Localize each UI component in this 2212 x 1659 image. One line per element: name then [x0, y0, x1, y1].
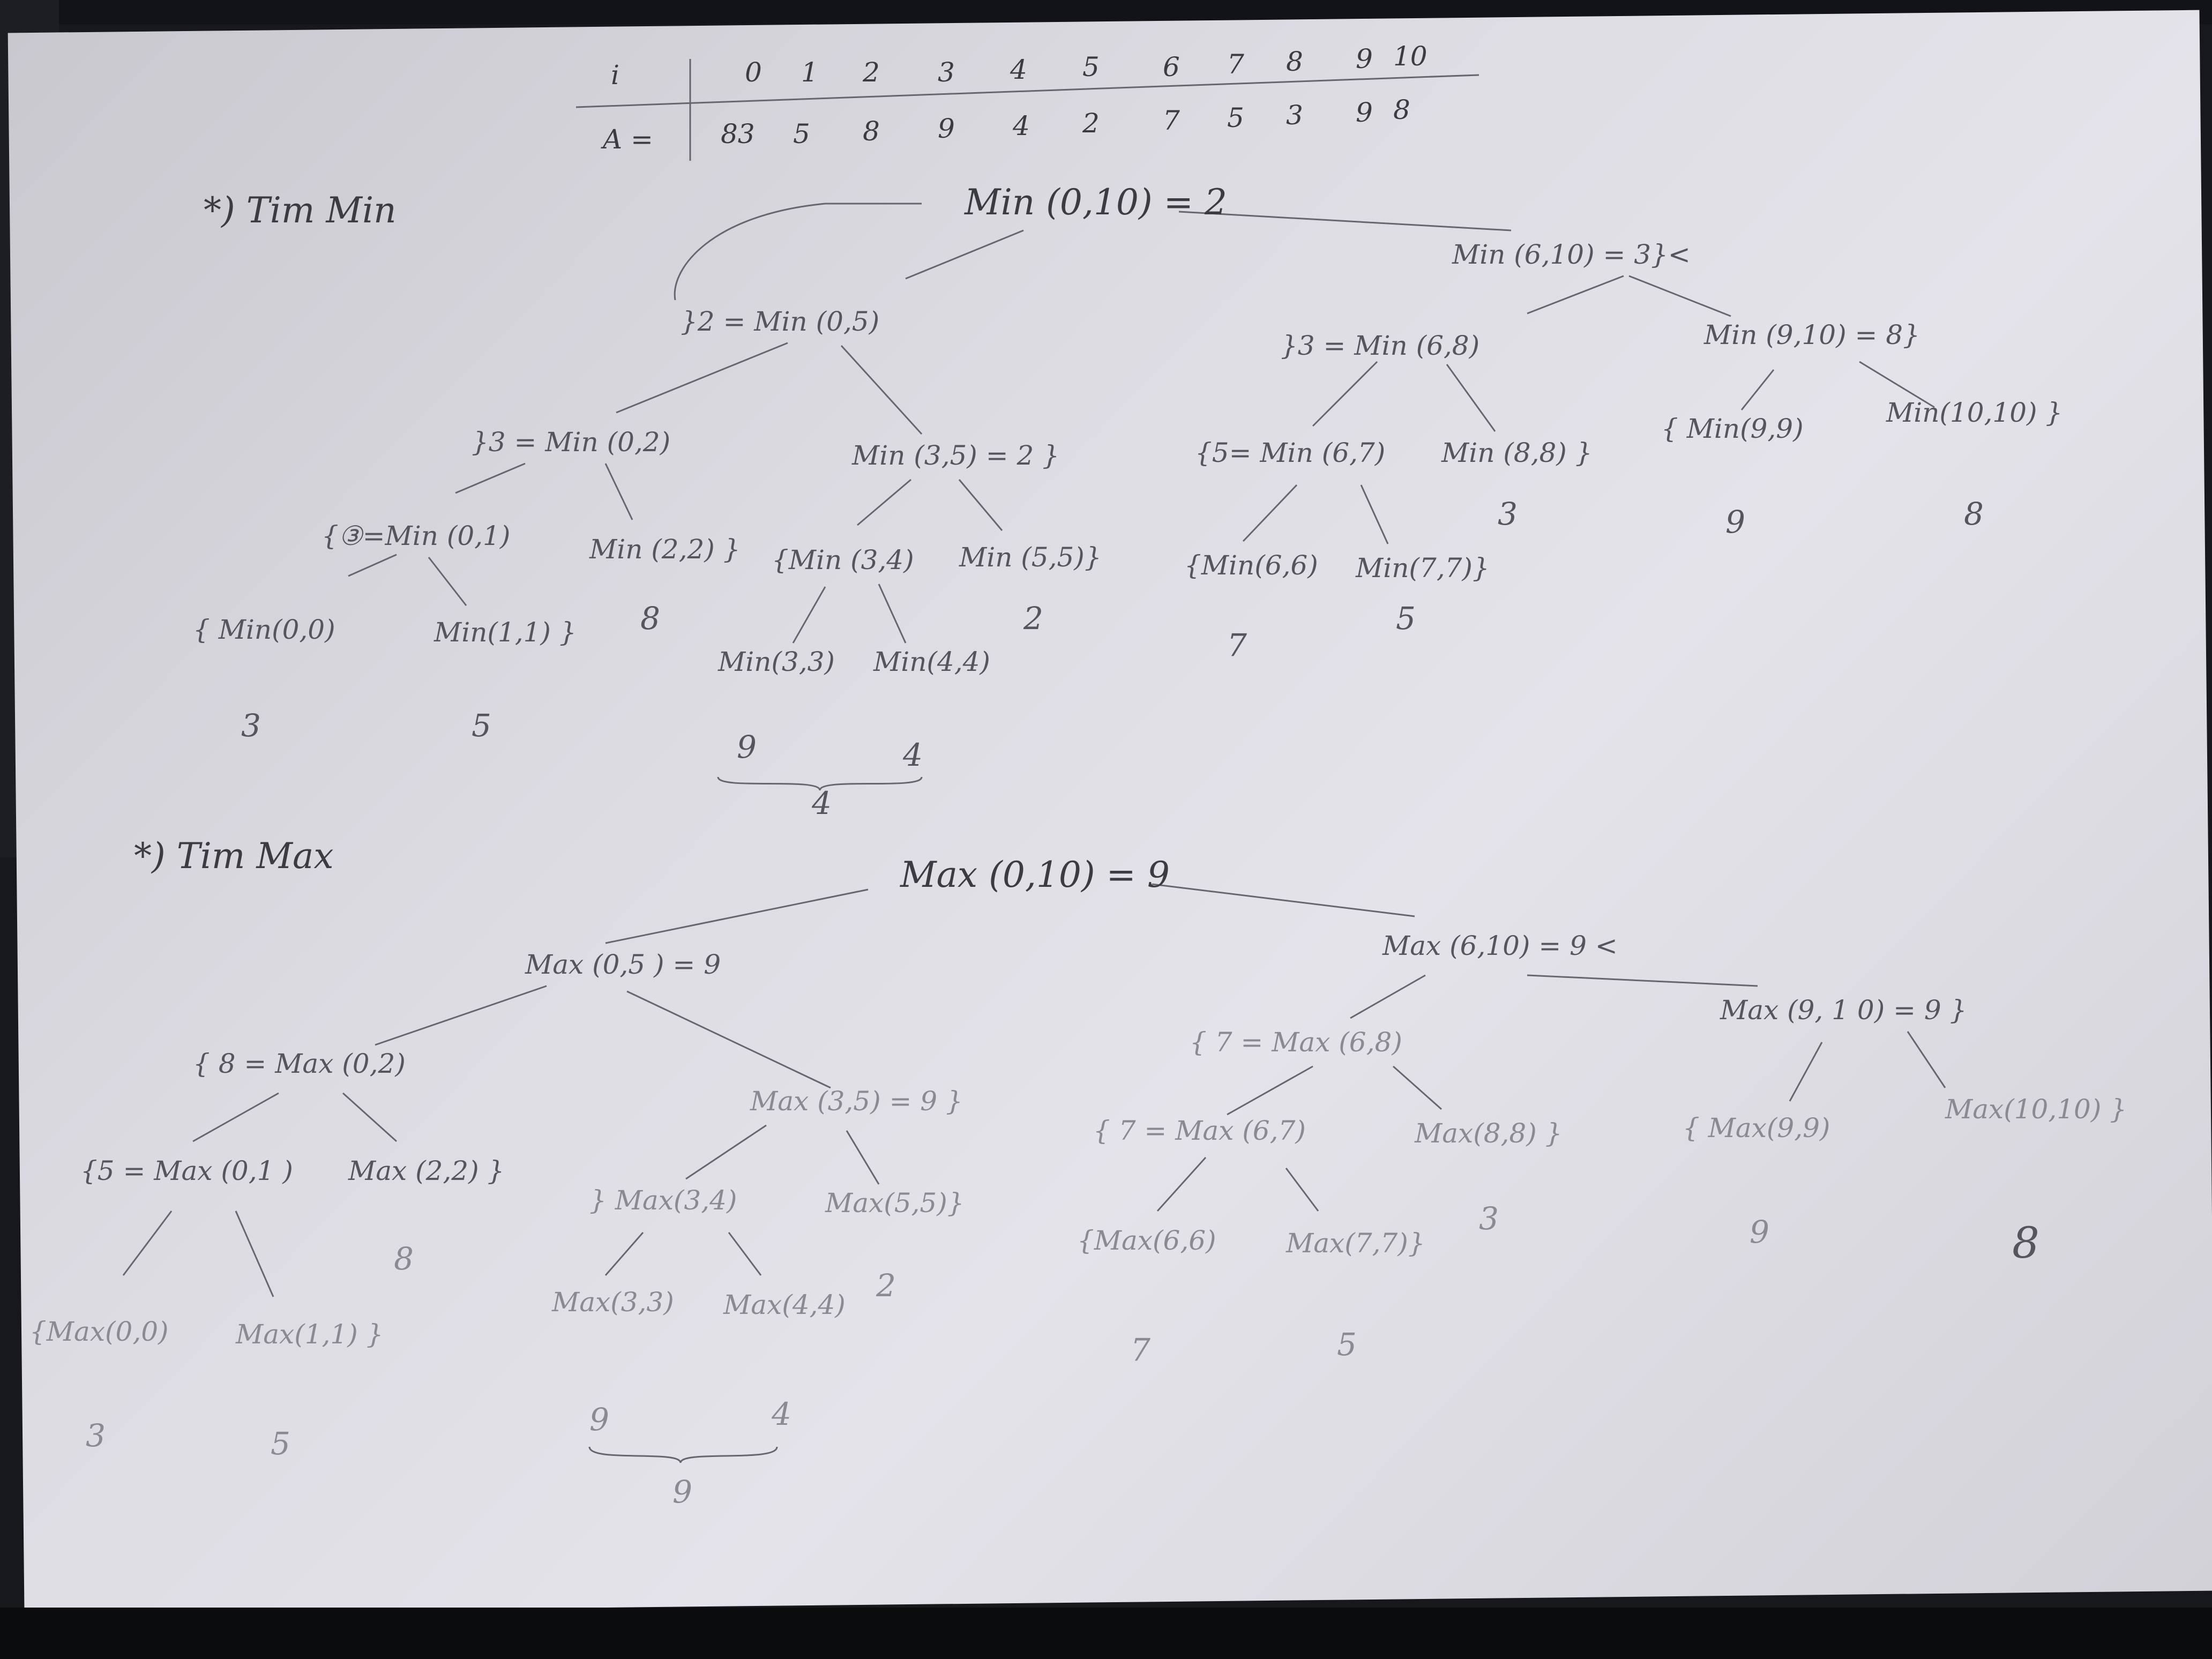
max-node: Max (6,10) = 9 <	[1382, 930, 1618, 961]
min-leaf-value: 4	[903, 737, 923, 773]
max-leaf-value: 8	[2012, 1218, 2039, 1268]
max-node: { 7 = Max (6,7)	[1093, 1115, 1306, 1146]
max-leaf-value: 3	[86, 1417, 106, 1454]
table-value: 7	[1163, 105, 1180, 136]
table-value: 8	[863, 116, 880, 147]
max-leaf-value: 7	[1131, 1332, 1150, 1368]
max-node: Max(3,3)	[552, 1287, 674, 1318]
max-node: Max(5,5)}	[825, 1187, 965, 1219]
table-index: 4	[1010, 54, 1027, 85]
max-node: Max(1,1) }	[236, 1319, 384, 1350]
min-leaf-value: 8	[1964, 496, 1984, 532]
max-leaf-value: 9	[589, 1401, 609, 1438]
table-value: 5	[793, 118, 810, 150]
table-value: 2	[1082, 108, 1100, 139]
max-leaf-value: 3	[1479, 1200, 1499, 1237]
min-node: {5= Min (6,7)	[1195, 437, 1386, 468]
max-node: { 7 = Max (6,8)	[1190, 1027, 1402, 1058]
min-leaf-value: 3	[1498, 496, 1518, 532]
max-leaf-value: 4	[772, 1396, 791, 1432]
table-value: 3	[1286, 100, 1303, 131]
min-node: }3 = Min (0,2)	[472, 427, 671, 458]
max-leaf-value: 9	[1750, 1214, 1769, 1250]
table-value: 8	[1393, 94, 1410, 125]
table-index: 8	[1286, 46, 1303, 77]
max-node: { Max(9,9)	[1683, 1112, 1830, 1144]
table-index: 10	[1393, 41, 1428, 72]
table-index: 3	[938, 57, 955, 88]
min-leaf-value: 9	[1725, 504, 1745, 540]
min-root-node: Min (0,10) = 2	[965, 182, 1227, 223]
min-node: Min(7,7)}	[1356, 552, 1490, 584]
table-row-i-label: i	[611, 59, 619, 91]
min-node: Min (3,5) = 2 }	[852, 440, 1060, 471]
min-node: Min(10,10) }	[1886, 397, 2063, 428]
max-leaf-value: 2	[876, 1267, 896, 1304]
min-node: Min (9,10) = 8}	[1704, 319, 1920, 350]
min-node: {③=Min (0,1)	[322, 520, 511, 551]
max-node: Max (3,5) = 9 }	[750, 1086, 963, 1117]
min-node: Min(4,4)	[873, 646, 990, 677]
max-node: {Max(0,0)	[29, 1316, 169, 1347]
table-value: 83	[721, 118, 755, 150]
min-leaf-value: 2	[1023, 600, 1043, 637]
max-leaf-value: 5	[271, 1425, 290, 1462]
min-node: Min (8,8) }	[1441, 437, 1593, 468]
max-node: Max (9, 1 0) = 9 }	[1720, 995, 1967, 1026]
min-leaf-value: 7	[1227, 627, 1247, 663]
table-index: 7	[1227, 49, 1244, 80]
table-index: 9	[1356, 43, 1373, 74]
min-leaf-value: 8	[640, 600, 660, 637]
max-leaf-value: 5	[1337, 1326, 1357, 1363]
min-node: Min(1,1) }	[434, 617, 577, 648]
table-index: 2	[863, 57, 880, 88]
min-node: }2 = Min (0,5)	[681, 306, 880, 337]
min-heading: *) Tim Min	[204, 190, 397, 231]
max-root-node: Max (0,10) = 9	[900, 854, 1170, 895]
min-node: { Min(9,9)	[1661, 413, 1804, 444]
table-index: 1	[801, 57, 818, 88]
max-heading: *) Tim Max	[134, 835, 334, 877]
min-node: {Min (3,4)	[772, 544, 914, 576]
max-node: Max (2,2) }	[348, 1155, 505, 1186]
max-node: Max(7,7)}	[1286, 1228, 1425, 1259]
table-index: 0	[745, 57, 762, 88]
max-node: { 8 = Max (0,2)	[193, 1048, 406, 1079]
max-node: } Max(3,4)	[589, 1185, 737, 1216]
min-node: {Min(6,6)	[1184, 550, 1318, 581]
min-node: { Min(0,0)	[193, 614, 335, 645]
min-node: Min (6,10) = 3}<	[1452, 239, 1691, 270]
table-row-a-label: A =	[603, 124, 653, 155]
max-node: Max (0,5 ) = 9	[525, 949, 721, 980]
max-leaf-value: 8	[394, 1240, 414, 1277]
min-leaf-value: 5	[472, 707, 491, 744]
table-value: 5	[1227, 102, 1244, 133]
max-node: Max(8,8) }	[1415, 1118, 1563, 1149]
min-leaf-value: 5	[1396, 600, 1416, 637]
table-index: 6	[1163, 51, 1180, 83]
table-value: 9	[938, 113, 955, 144]
max-leaf-value: 9	[672, 1474, 692, 1510]
desk-edge	[0, 1608, 2212, 1659]
min-node: }3 = Min (6,8)	[1281, 330, 1480, 361]
min-node: Min(3,3)	[718, 646, 835, 677]
table-value: 4	[1013, 110, 1030, 141]
table-index: 5	[1082, 51, 1100, 83]
min-leaf-value: 4	[812, 785, 832, 821]
max-node: Max(10,10) }	[1945, 1094, 2127, 1125]
min-node: Min (2,2) }	[589, 534, 741, 565]
table-value: 9	[1356, 97, 1373, 128]
min-leaf-value: 3	[241, 707, 261, 744]
min-node: Min (5,5)}	[959, 542, 1102, 573]
max-node: {5 = Max (0,1 )	[80, 1155, 293, 1186]
max-node: {Max(6,6)	[1077, 1225, 1216, 1256]
min-leaf-value: 9	[737, 729, 757, 765]
max-node: Max(4,4)	[723, 1289, 846, 1320]
